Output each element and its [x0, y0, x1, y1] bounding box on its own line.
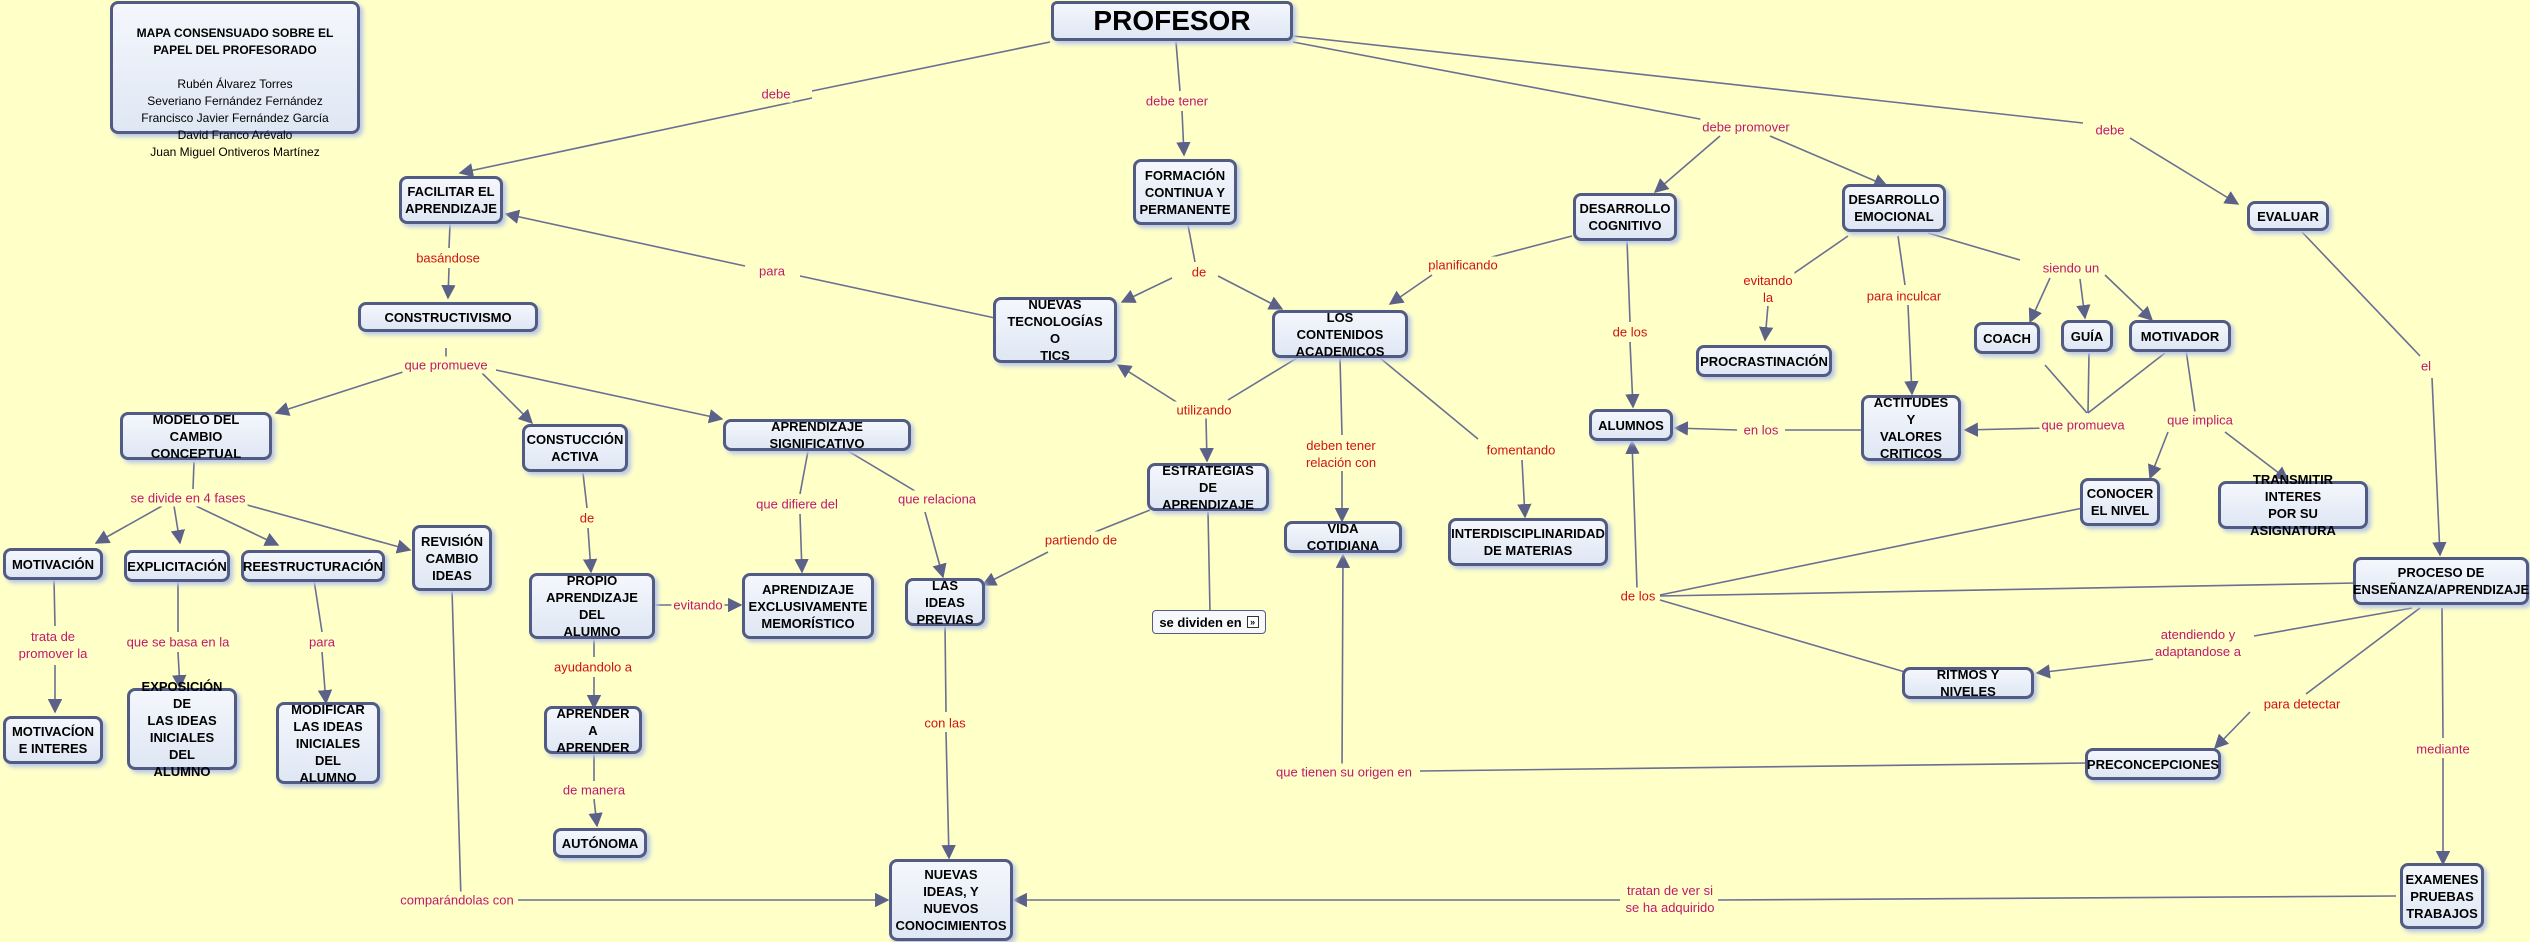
node-examenes[interactable]: EXAMENES PRUEBAS TRABAJOS	[2400, 863, 2484, 929]
label-en-los: en los	[1741, 421, 1781, 439]
node-nuevas-tecnologias[interactable]: NUEVAS TECNOLOGÍAS O TICS	[993, 297, 1117, 363]
node-motivacion[interactable]: MOTIVACIÓN	[3, 548, 103, 580]
label-que-implica: que implica	[2165, 411, 2235, 429]
label-ayudandolo: ayudandolo a	[551, 658, 635, 676]
map-heading: MAPA CONSENSUADO SOBRE EL PAPEL DEL PROF…	[136, 26, 334, 57]
node-explicitacion[interactable]: EXPLICITACIÓN	[124, 550, 230, 582]
label-siendo-un: siendo un	[2040, 259, 2102, 277]
label-evitando-la: evitando la	[1741, 272, 1795, 306]
node-autonoma[interactable]: AUTÓNOMA	[553, 828, 647, 858]
node-exposicion-ideas[interactable]: EXPOSICIÓN DE LAS IDEAS INICIALES DEL AL…	[127, 679, 237, 779]
label-planificando: planificando	[1426, 256, 1500, 274]
node-ideas-previas[interactable]: LAS IDEAS PREVIAS	[905, 578, 985, 627]
node-formacion-continua[interactable]: FORMACIÓN CONTINUA Y PERMANENTE	[1133, 159, 1237, 225]
label-para-inculcar: para inculcar	[1864, 287, 1944, 305]
label-partiendo-de: partiendo de	[1042, 531, 1120, 549]
node-vida-cotidiana[interactable]: VIDA COTIDIANA	[1284, 521, 1402, 553]
credits-box: MAPA CONSENSUADO SOBRE EL PAPEL DEL PROF…	[110, 1, 360, 159]
node-facilitar-aprendizaje[interactable]: FACILITAR EL APRENDIZAJE	[399, 176, 503, 224]
authors-list: Rubén Álvarez Torres Severiano Fernández…	[141, 77, 329, 159]
node-transmitir-interes[interactable]: TRANSMITIR INTERES POR SU ASIGNATURA	[2218, 472, 2368, 538]
node-motivacion-interes[interactable]: MOTIVACÍON E INTERES	[3, 716, 103, 764]
node-evaluar[interactable]: EVALUAR	[2247, 201, 2329, 231]
node-coach[interactable]: COACH	[1974, 322, 2040, 354]
label-atendiendo: atendiendo y adaptandose a	[2152, 626, 2244, 660]
node-desarrollo-cognitivo[interactable]: DESARROLLO COGNITIVO	[1573, 193, 1677, 241]
node-aprender-aprender[interactable]: APRENDER A APRENDER	[544, 706, 642, 755]
node-construccion-activa[interactable]: CONSTUCCIÓN ACTIVA	[522, 424, 628, 472]
label-con-las: con las	[922, 714, 968, 732]
node-nuevas-ideas[interactable]: NUEVAS IDEAS, Y NUEVOS CONOCIMIENTOS	[889, 859, 1013, 941]
label-para-detectar: para detectar	[2261, 695, 2343, 713]
label-de-los-1: de los	[1610, 323, 1650, 341]
label-que-promueva: que promueva	[2039, 416, 2127, 434]
node-modificar-ideas[interactable]: MODIFICAR LAS IDEAS INICIALES DEL ALUMNO	[276, 702, 380, 785]
label-el: el	[2418, 357, 2434, 375]
label-debe-1: debe	[759, 85, 793, 103]
expand-icon[interactable]: »	[1246, 616, 1259, 628]
node-preconcepciones[interactable]: PRECONCEPCIONES	[2085, 748, 2221, 780]
label-que-promueve-1: que promueve	[402, 356, 490, 374]
label-fomentando: fomentando	[1484, 441, 1558, 459]
label-que-tienen-origen: que tienen su origen en	[1274, 763, 1414, 781]
node-revision-cambio-ideas[interactable]: REVISIÓN CAMBIO IDEAS	[412, 525, 492, 591]
label-basandose: basándose	[414, 249, 482, 267]
se-dividen-text: se dividen en	[1159, 614, 1242, 630]
node-proceso-ensenanza[interactable]: PROCESO DE ENSEÑANZA/APRENDIZAJE	[2353, 557, 2529, 605]
label-debe-tener: debe tener	[1143, 92, 1211, 110]
node-conocer-nivel[interactable]: CONOCER EL NIVEL	[2080, 478, 2160, 526]
connector-lines	[47, 35, 2451, 908]
label-que-relaciona: que relaciona	[895, 490, 979, 508]
label-de-1: de	[1189, 263, 1209, 281]
node-aprendizaje-significativo[interactable]: APRENDIZAJE SIGNIFICATIVO	[723, 419, 911, 451]
label-para-1: para	[756, 262, 788, 280]
label-de-2: de	[577, 509, 597, 527]
node-propio-aprendizaje[interactable]: PROPIO APRENDIZAJE DEL ALUMNO	[529, 573, 655, 639]
node-aprendizaje-memoristico[interactable]: APRENDIZAJE EXCLUSIVAMENTE MEMORÍSTICO	[742, 573, 874, 639]
node-actitudes-valores[interactable]: ACTITUDES Y VALORES CRITICOS	[1861, 395, 1961, 461]
label-deben-tener: deben tener relación con	[1303, 437, 1379, 471]
node-desarrollo-emocional[interactable]: DESARROLLO EMOCIONAL	[1842, 184, 1946, 232]
label-de-manera: de manera	[560, 781, 628, 799]
label-comparandolas: comparándolas con	[398, 891, 516, 909]
label-debe-promover: debe promover	[1700, 118, 1792, 136]
node-profesor[interactable]: PROFESOR	[1051, 1, 1293, 41]
label-que-se-basa: que se basa en la	[124, 633, 232, 651]
node-alumnos[interactable]: ALUMNOS	[1589, 409, 1673, 441]
node-motivador[interactable]: MOTIVADOR	[2129, 320, 2231, 352]
node-estrategias-aprendizaje[interactable]: ESTRATEGIAS DE APRENDIZAJE	[1147, 463, 1269, 512]
label-debe-2: debe	[2093, 121, 2127, 139]
node-ritmos-niveles[interactable]: RITMOS Y NIVELES	[1902, 667, 2034, 699]
node-modelo-cambio-conceptual[interactable]: MODELO DEL CAMBIO CONCEPTUAL	[120, 412, 272, 461]
node-reestructuracion[interactable]: REESTRUCTURACIÓN	[241, 550, 385, 582]
label-para-2: para	[306, 633, 338, 651]
node-procrastinacion[interactable]: PROCRASTINACIÓN	[1696, 345, 1832, 377]
label-tratan-de-ver: tratan de ver si se ha adquirido	[1623, 882, 1717, 916]
node-guia[interactable]: GUÍA	[2061, 320, 2113, 352]
label-que-difiere: que difiere del	[754, 495, 840, 513]
label-evitando: evitando	[671, 596, 725, 614]
label-se-divide: se divide en 4 fases	[128, 489, 248, 507]
node-contenidos-academicos[interactable]: LOS CONTENIDOS ACADEMICOS	[1272, 310, 1408, 359]
label-mediante: mediante	[2414, 740, 2472, 758]
label-de-los-2: de los	[1618, 587, 1658, 605]
label-utilizando: utilizando	[1174, 401, 1234, 419]
node-interdisciplinaridad[interactable]: INTERDISCIPLINARIDAD DE MATERIAS	[1448, 518, 1608, 566]
node-se-dividen-en[interactable]: se dividen en »	[1152, 610, 1266, 634]
label-trata-de: trata de promover la	[16, 628, 90, 662]
node-constructivismo[interactable]: CONSTRUCTIVISMO	[358, 302, 538, 332]
